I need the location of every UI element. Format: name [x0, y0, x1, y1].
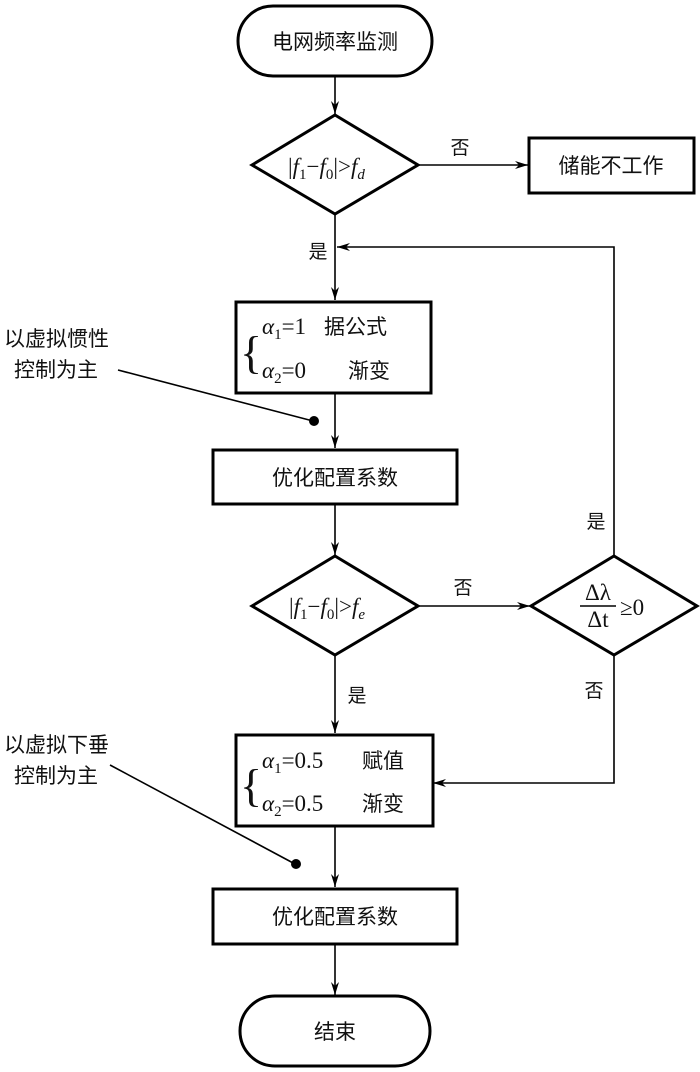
storage-idle-label: 储能不工作	[559, 154, 664, 178]
annotation-inertia-dot	[309, 416, 319, 426]
assign1-line1: α1=1	[262, 314, 306, 343]
decision3-relation: ≥0	[620, 595, 644, 620]
optimize2-label: 优化配置系数	[272, 905, 398, 929]
decision2-expression: |f1−f0|>fe	[289, 594, 365, 623]
decision3-denominator: Δt	[587, 607, 609, 632]
annotation-droop: 以虚拟下垂 控制为主	[4, 733, 301, 869]
start-terminal: 电网频率监测	[236, 4, 434, 78]
decision-freq-deviation-fe: |f1−f0|>fe	[249, 554, 421, 657]
box-assign-droop: { α1=0.5 赋值 α2=0.5 渐变	[234, 733, 435, 828]
decision-freq-deviation-fd: |f1−f0|>fd	[249, 113, 421, 216]
box-assign-inertia: { α1=1 据公式 α2=0 渐变	[234, 300, 433, 395]
box-storage-idle: 储能不工作	[527, 136, 696, 195]
annotation-droop-dot	[291, 859, 301, 869]
end-terminal: 结束	[238, 994, 432, 1068]
decision3-numerator: Δλ	[585, 580, 612, 605]
box-optimize-1: 优化配置系数	[211, 448, 459, 506]
assign2-note1: 赋值	[362, 749, 404, 773]
assign1-line2: α2=0	[262, 358, 306, 387]
optimize1-label: 优化配置系数	[272, 466, 398, 490]
annotation-inertia: 以虚拟惯性 控制为主	[4, 327, 319, 426]
assign1-note2: 渐变	[348, 359, 390, 383]
arrow-decision3-no	[433, 655, 615, 787]
arrow-decision3-yes-loop	[337, 243, 615, 556]
brace: {	[240, 327, 262, 378]
edge-label-d3-no: 否	[584, 680, 603, 702]
edge-label-d1-no: 否	[450, 137, 469, 159]
decision1-expression: |f1−f0|>fd	[288, 154, 365, 183]
annotation-inertia-line2: 控制为主	[14, 358, 98, 382]
annotation-inertia-line1: 以虚拟惯性	[4, 327, 109, 351]
annotation-droop-line2: 控制为主	[14, 764, 98, 788]
start-label: 电网频率监测	[272, 30, 398, 54]
assign2-line2: α2=0.5	[262, 791, 323, 820]
assign1-note1: 据公式	[324, 315, 387, 339]
assign2-note2: 渐变	[362, 792, 404, 816]
edge-label-d2-yes: 是	[347, 685, 366, 707]
decision-lambda-rate: Δλ Δt ≥0	[528, 554, 700, 657]
end-label: 结束	[314, 1020, 356, 1044]
brace: {	[240, 760, 262, 811]
edge-label-d3-yes: 是	[586, 511, 605, 533]
annotation-droop-leader	[109, 764, 296, 865]
assign2-line1: α1=0.5	[262, 748, 323, 777]
edge-label-d1-yes: 是	[308, 241, 327, 263]
edge-label-d2-no: 否	[453, 577, 472, 599]
box-optimize-2: 优化配置系数	[211, 887, 459, 946]
annotation-inertia-leader	[117, 369, 314, 422]
annotation-droop-line1: 以虚拟下垂	[4, 733, 109, 757]
